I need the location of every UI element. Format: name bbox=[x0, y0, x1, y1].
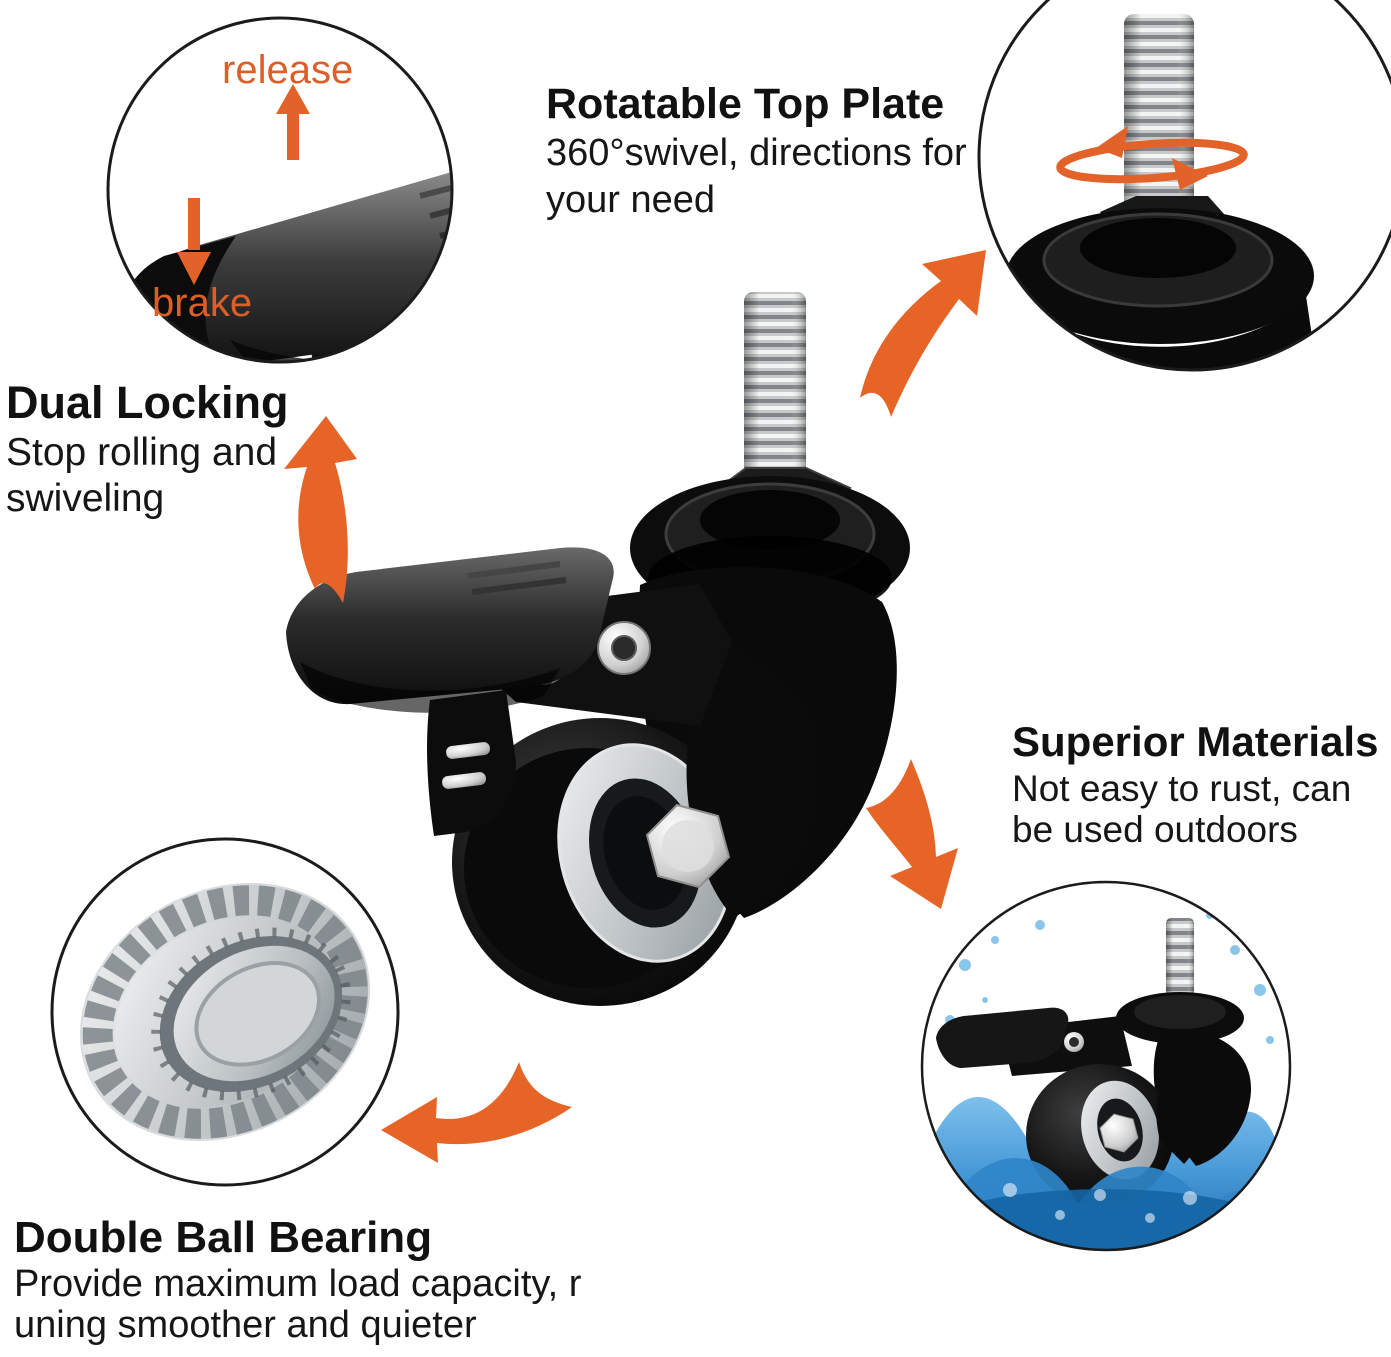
superior-materials-line-1: Not easy to rust, can bbox=[1012, 768, 1352, 809]
release-label: release bbox=[222, 48, 354, 92]
dual-locking-title: Dual Locking bbox=[6, 377, 289, 428]
top-left-circle-outline bbox=[106, 16, 454, 364]
brake-arrow-icon bbox=[177, 198, 211, 285]
mini-caster bbox=[936, 918, 1252, 1206]
threaded-stem-inset-photo bbox=[979, 0, 1391, 370]
double-ball-bearing-line-1: Provide maximum load capacity, r bbox=[14, 1263, 582, 1305]
brake-label: brake bbox=[152, 281, 253, 325]
ball-bearing-inset-photo bbox=[52, 839, 398, 1185]
double-ball-bearing-line-2: uning smoother and quieter bbox=[14, 1304, 477, 1346]
bottom-left-circle-outline bbox=[50, 837, 400, 1187]
rotatable-line-1: 360°swivel, directions for bbox=[546, 132, 967, 174]
curved-arrow-to-bottom-left-icon bbox=[381, 1062, 572, 1163]
release-arrow-icon bbox=[276, 84, 310, 160]
top-right-circle-outline bbox=[977, 0, 1391, 372]
bottom-right-circle-outline bbox=[920, 880, 1292, 1252]
callout-superior-materials: Superior Materials Not easy to rust, can… bbox=[1012, 716, 1378, 850]
superior-materials-title: Superior Materials bbox=[1012, 718, 1379, 765]
rotation-arrow-icon bbox=[1056, 126, 1248, 190]
curved-arrow-to-top-right-icon bbox=[860, 250, 986, 417]
dual-locking-line-1: Stop rolling and bbox=[6, 431, 278, 474]
rotatable-title: Rotatable Top Plate bbox=[546, 80, 945, 128]
callout-dual-locking: Dual Locking Stop rolling and swiveling bbox=[6, 376, 289, 522]
rotatable-line-2: your need bbox=[546, 179, 716, 221]
callout-double-ball-bearing: Double Ball Bearing Provide maximum load… bbox=[14, 1212, 581, 1346]
curved-arrow-to-bottom-right-icon bbox=[866, 759, 958, 909]
double-ball-bearing-title: Double Ball Bearing bbox=[14, 1213, 433, 1262]
dual-locking-line-2: swiveling bbox=[6, 477, 165, 520]
callout-rotatable-top-plate: Rotatable Top Plate 360°swivel, directio… bbox=[546, 78, 967, 224]
curved-arrow-to-top-left-icon bbox=[284, 416, 357, 603]
main-caster-photo bbox=[286, 292, 910, 1006]
superior-materials-line-2: be used outdoors bbox=[1012, 809, 1298, 850]
water-splash-inset-photo bbox=[922, 882, 1290, 1250]
